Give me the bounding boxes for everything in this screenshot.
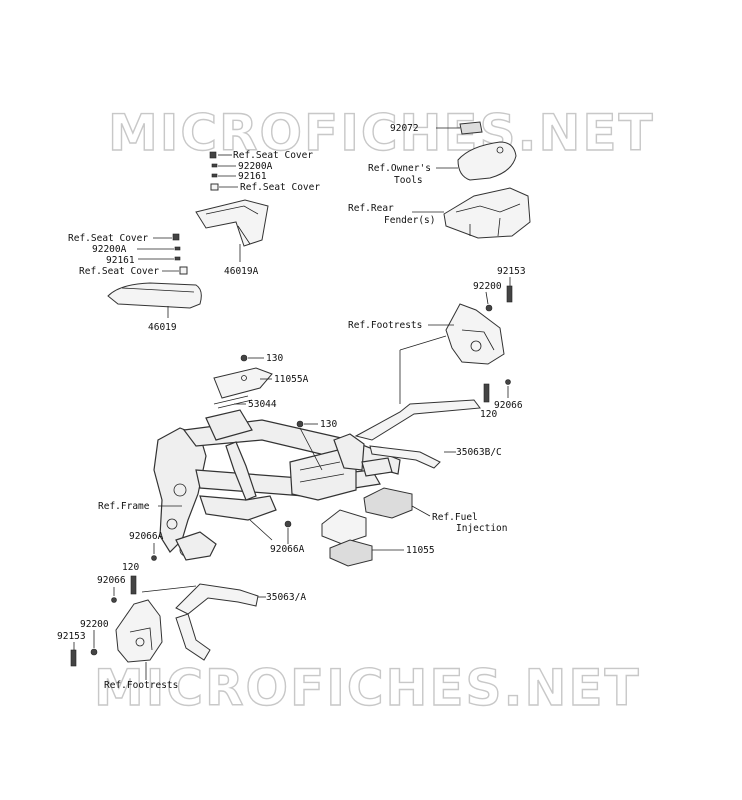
tool-bag-92072 [459,121,483,135]
label-ref-frame: Ref.Frame [98,501,150,512]
label-46019: 46019 [148,322,177,333]
label-92072: 92072 [390,123,419,134]
label-92161: 92161 [238,171,267,182]
label-ref-footrests: Ref.Footrests [348,320,422,331]
label-ref-seat-cover: Ref.Seat Cover [240,182,320,193]
watermark-top: MICROFICHES.NET [108,104,655,162]
label-ref-rear: Ref.Rear [348,203,394,214]
label-35063bc: 35063B/C [456,447,502,458]
label-ref-owners: Ref.Owner's [368,163,431,174]
label-92200a: 92200A [238,161,273,172]
label-ref-fuel: Ref.Fuel [432,512,478,523]
label-92066a: 92066A [270,544,305,555]
footrest-bracket-right [445,303,505,365]
label-11055a: 11055A [274,374,309,385]
rear-fender [443,187,531,239]
label-92066a: 92066A [129,531,164,542]
bolt-92153-right [506,285,513,303]
seat-cover-bracket-46019a [195,199,269,247]
watermark-bottom: MICROFICHES.NET [94,659,641,717]
footpeg-bar-left [141,583,259,661]
label-92153: 92153 [57,631,86,642]
label-130: 130 [266,353,283,364]
label-92200: 92200 [80,619,109,630]
footrest-bracket-left [115,599,163,663]
tray-11055 [321,509,373,567]
label-tools: Tools [394,175,423,186]
seat-cover-46019 [107,282,202,309]
hardware-stack-2 [172,233,188,275]
bolt-120-right [483,383,490,403]
footpeg-bar-right [354,335,481,469]
label-92066: 92066 [494,400,523,411]
label-92200: 92200 [473,281,502,292]
label-92153: 92153 [497,266,526,277]
label-ref-footrests: Ref.Footrests [104,680,178,691]
label-ref-seat-cover: Ref.Seat Cover [68,233,148,244]
label-92066: 92066 [97,575,126,586]
label-35063a: 35063/A [266,592,306,603]
owners-tools [457,141,517,181]
label-92200a: 92200A [92,244,127,255]
ecu-module [363,487,413,519]
bracket-11055a [213,367,273,399]
rod-53044 [213,395,253,409]
label-120: 120 [480,409,497,420]
label-46019a: 46019A [224,266,259,277]
bolt-120-left [130,575,137,595]
label-injection: Injection [456,523,507,534]
label-fender: Fender(s) [384,215,435,226]
label-11055: 11055 [406,545,435,556]
bolt-92153-left [70,649,77,667]
label-120: 120 [122,562,139,573]
label-130: 130 [320,419,337,430]
hardware-stack-1 [209,151,219,191]
frame [153,409,401,561]
label-ref-seat-cover: Ref.Seat Cover [233,150,313,161]
label-ref-seat-cover: Ref.Seat Cover [79,266,159,277]
label-53044: 53044 [248,399,277,410]
label-92161: 92161 [106,255,135,266]
